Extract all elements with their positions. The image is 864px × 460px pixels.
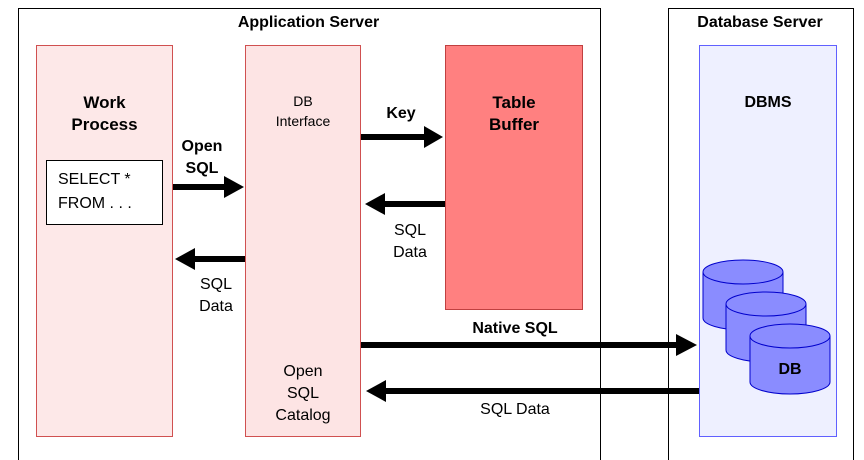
buffer-sql-data-arrow bbox=[365, 193, 445, 215]
db-cylinder-label: DB bbox=[778, 361, 802, 378]
buffer-sql-data-label: SQL Data bbox=[393, 222, 427, 261]
native-sql-arrow bbox=[361, 334, 697, 356]
key-arrow bbox=[361, 126, 443, 148]
work-process-box bbox=[36, 45, 173, 437]
db-interface-box bbox=[245, 45, 361, 437]
open-sql-label: Open SQL bbox=[181, 138, 223, 177]
dbms-title: DBMS bbox=[744, 94, 792, 111]
key-label: Key bbox=[386, 105, 416, 122]
db-sql-data-label: SQL Data bbox=[480, 401, 550, 418]
database-server-frame bbox=[668, 8, 854, 460]
open-sql-catalog-label: Open SQL Catalog bbox=[275, 363, 331, 424]
sql-data-return-label: SQL Data bbox=[199, 276, 233, 315]
database-server-title: Database Server bbox=[697, 14, 823, 31]
select-code-box bbox=[46, 160, 163, 225]
open-sql-arrow bbox=[173, 176, 244, 198]
native-sql-label: Native SQL bbox=[472, 320, 558, 337]
table-buffer-title: Table Buffer bbox=[488, 93, 540, 134]
db-sql-data-arrow bbox=[366, 380, 699, 402]
application-server-frame bbox=[18, 8, 601, 460]
table-buffer-box bbox=[445, 45, 583, 310]
db-interface-title: DB Interface bbox=[275, 93, 331, 129]
application-server-title: Application Server bbox=[237, 14, 380, 31]
select-code-text: SELECT * FROM . . . bbox=[58, 171, 132, 212]
sql-data-return-arrow bbox=[175, 248, 245, 270]
work-process-title: Work Process bbox=[71, 93, 138, 134]
